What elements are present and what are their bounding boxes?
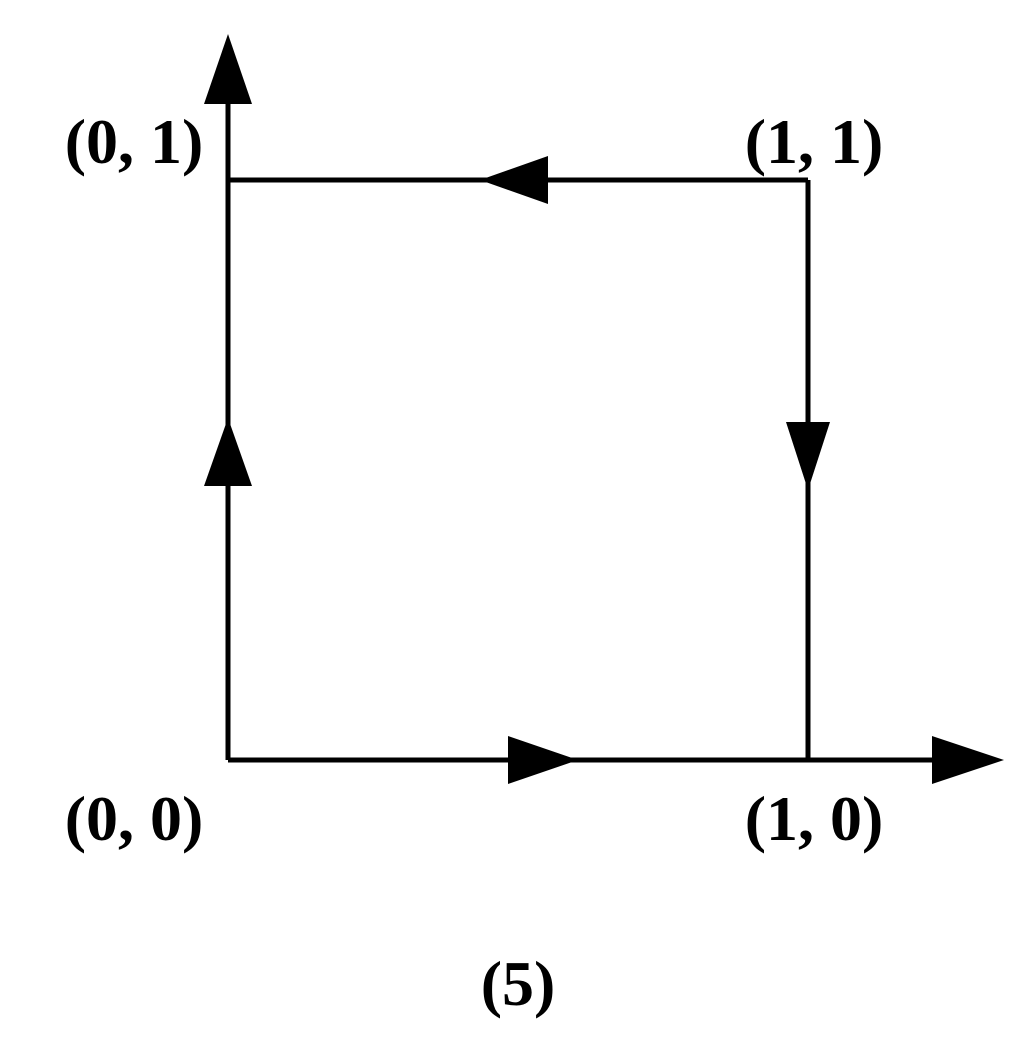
direction-arrow-right <box>508 736 578 784</box>
x-axis-arrowhead <box>932 736 1004 784</box>
label-corner: (1, 1) <box>745 106 884 177</box>
label-y-unit: (0, 1) <box>65 106 204 177</box>
label-origin: (0, 0) <box>65 783 204 854</box>
direction-arrow-up <box>204 418 252 486</box>
direction-arrow-left <box>480 156 548 204</box>
direction-arrow-down <box>786 422 830 490</box>
figure-caption: (5) <box>481 948 556 1019</box>
label-x-unit: (1, 0) <box>745 783 884 854</box>
y-axis-arrowhead <box>204 34 252 104</box>
